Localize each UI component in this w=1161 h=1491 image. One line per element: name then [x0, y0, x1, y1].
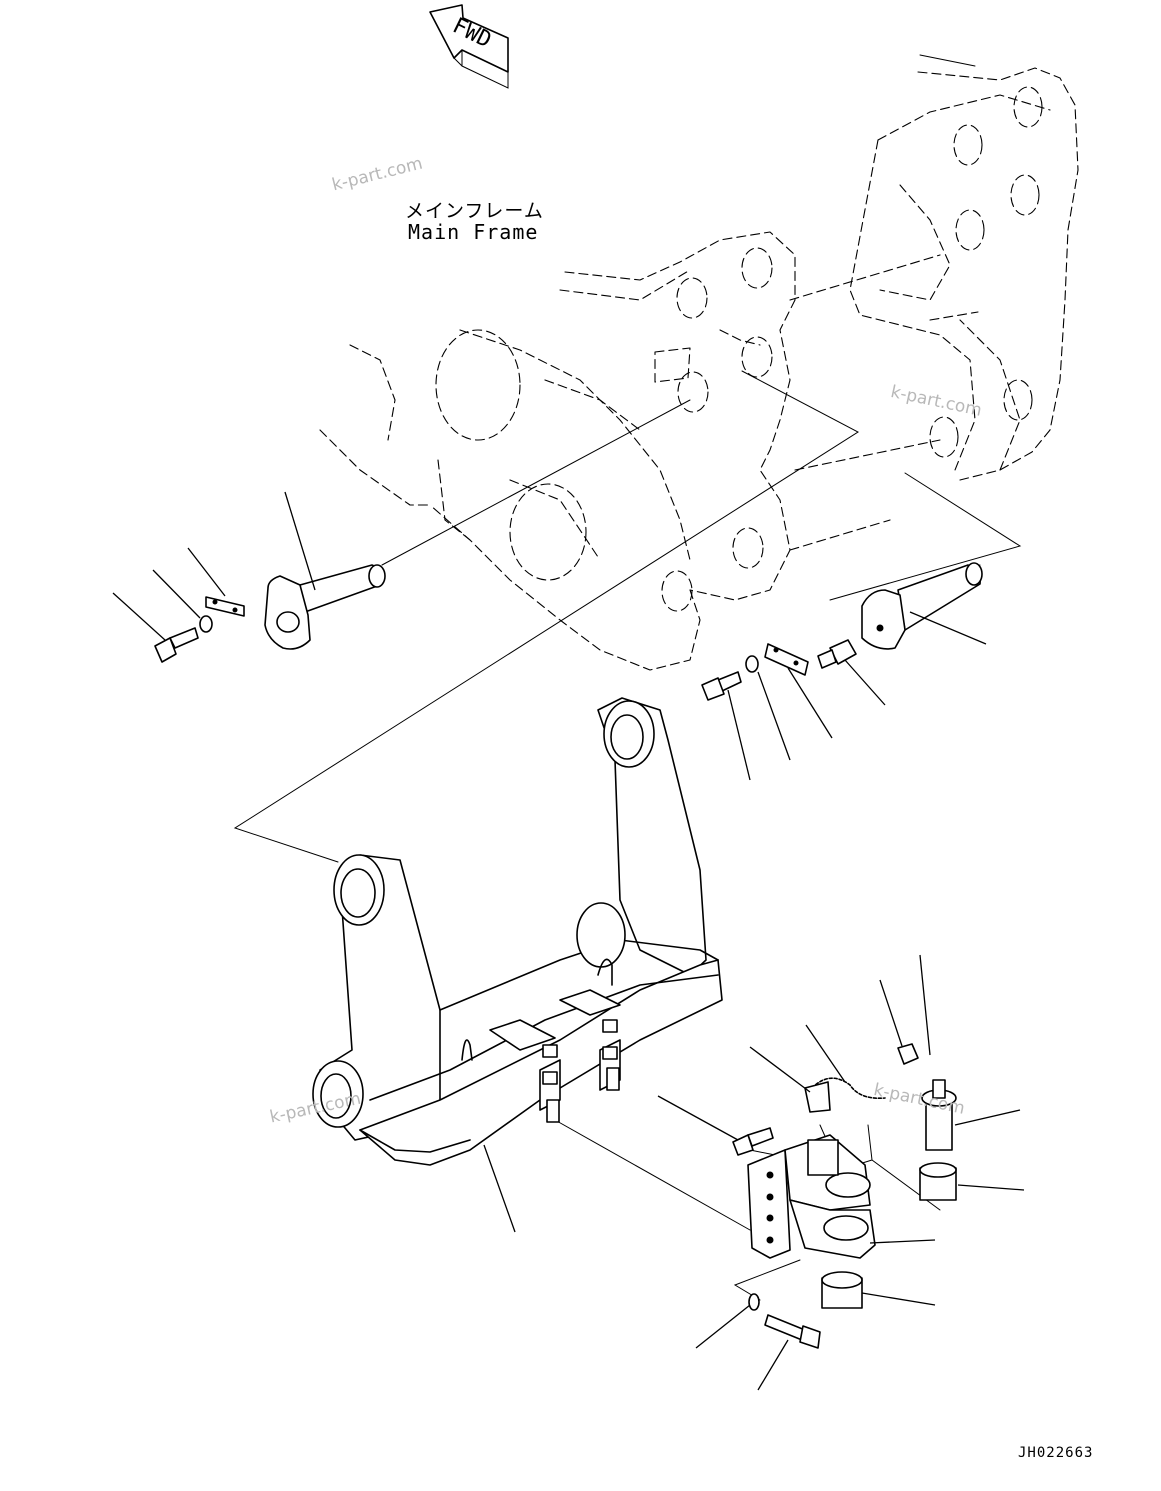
lower-bushing	[821, 1271, 863, 1309]
right-washer	[745, 655, 759, 673]
hitch-pin	[921, 1079, 957, 1151]
main-frame-label-en: Main Frame	[408, 220, 539, 244]
hitch-lower-washer	[748, 1293, 760, 1311]
left-pin	[264, 564, 386, 650]
right-lock-plate	[764, 643, 809, 676]
main-frame-outline	[319, 54, 1079, 671]
callout-leaders	[112, 491, 1025, 1391]
right-pin	[861, 562, 983, 650]
upper-bushing	[919, 1162, 957, 1201]
left-lock-plate	[205, 596, 245, 617]
right-bolt	[701, 671, 742, 701]
hitch-nut	[897, 1043, 919, 1065]
drawbar-bracket	[312, 697, 723, 1166]
hitch-clevis	[747, 1134, 876, 1259]
hitch-chain	[804, 1077, 886, 1113]
drawing-number: JH022663	[1018, 1445, 1094, 1461]
left-washer	[199, 615, 213, 633]
main-frame-label-jp: メインフレーム	[405, 200, 544, 222]
forward-arrow-label: FWD	[448, 13, 495, 53]
forward-arrow-icon: FWD	[429, 4, 509, 89]
grease-fitting	[817, 639, 857, 669]
hitch-lower-bolt	[764, 1314, 821, 1349]
left-bolt	[154, 627, 199, 663]
